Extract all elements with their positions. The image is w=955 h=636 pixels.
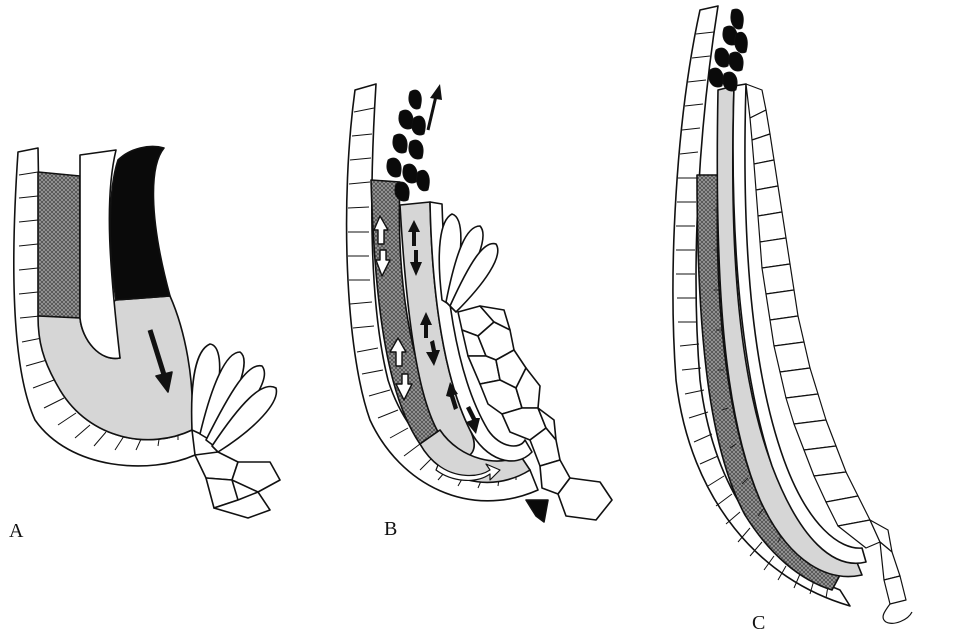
panel-a-dark-mass — [110, 147, 170, 301]
panel-a — [14, 147, 280, 519]
panel-label-a: A — [9, 520, 23, 543]
panel-a-fan-cells — [192, 344, 277, 452]
panel-c-tail-strand — [883, 604, 912, 623]
panel-b-fan-cells — [439, 214, 498, 312]
panel-c — [673, 6, 912, 623]
panel-label-b: B — [384, 518, 397, 541]
panel-b-outflow-arrow — [526, 500, 548, 522]
panel-b — [347, 84, 612, 522]
panel-a-hatched-region — [38, 172, 80, 318]
panel-label-c: C — [752, 612, 765, 635]
panel-a-lower-cells — [195, 452, 280, 518]
panel-b-up-arrow — [428, 96, 436, 130]
